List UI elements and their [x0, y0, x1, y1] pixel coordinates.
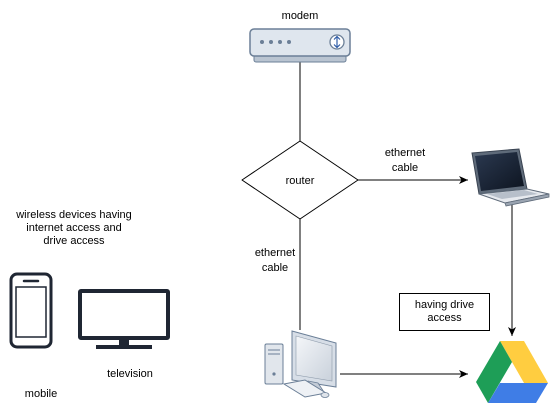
wireless-note-line2: internet access and	[26, 222, 122, 234]
drive-note-line1: having drive	[414, 299, 475, 311]
modem-label: modem	[282, 10, 319, 22]
drive-note-line2: access	[427, 312, 462, 324]
desktop-icon	[264, 330, 337, 398]
wireless-note-line3: drive access	[43, 235, 105, 247]
laptop-edge-label-line2: cable	[392, 162, 418, 174]
mobile-icon	[9, 272, 53, 349]
drive-access-note: having drive access	[399, 293, 490, 331]
modem-icon	[249, 28, 351, 63]
television-icon	[78, 289, 170, 349]
desktop-edge-label-line1: ethernet	[255, 247, 295, 259]
mobile-label: mobile	[25, 388, 57, 400]
wireless-note-line1: wireless devices having	[16, 209, 132, 221]
desktop-edge-label-line2: cable	[262, 262, 288, 274]
wireless-devices-note: wireless devices having internet access …	[0, 209, 148, 248]
router-node	[241, 140, 359, 220]
router-label: router	[286, 175, 315, 187]
laptop-edge-label-line1: ethernet	[385, 147, 425, 159]
google-drive-icon	[476, 341, 548, 403]
television-label: television	[107, 368, 153, 380]
laptop-icon	[471, 148, 550, 207]
